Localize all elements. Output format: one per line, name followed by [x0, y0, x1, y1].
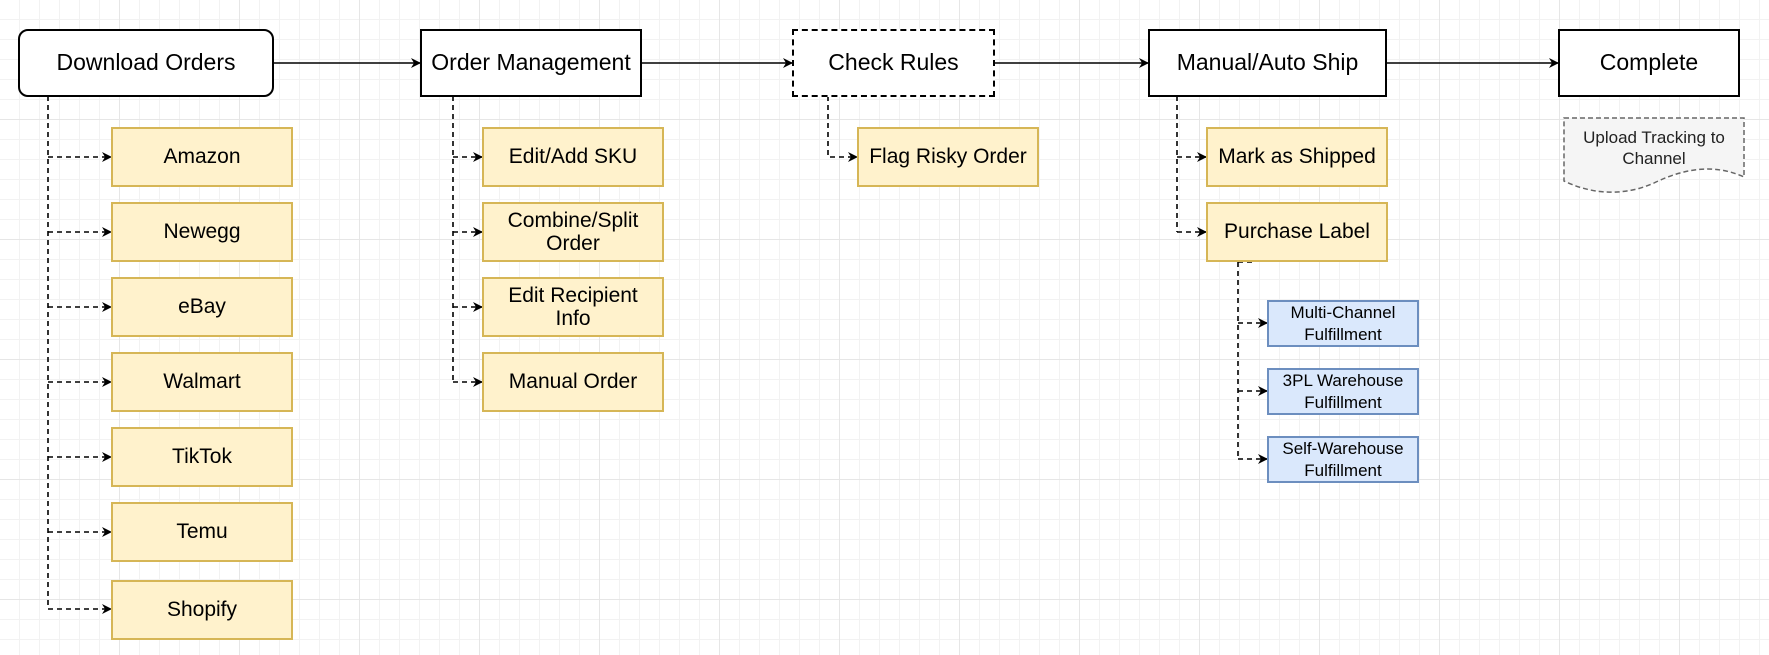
note-upload-tracking[interactable]: Upload Tracking to Channel: [1563, 117, 1745, 197]
channel-newegg[interactable]: Newegg: [111, 202, 293, 262]
fulfillment-multi-channel[interactable]: Multi-Channel Fulfillment: [1267, 300, 1419, 347]
action-edit-add-sku[interactable]: Edit/Add SKU: [482, 127, 664, 187]
channel-shopify[interactable]: Shopify: [111, 580, 293, 640]
channel-tiktok[interactable]: TikTok: [111, 427, 293, 487]
fulfillment-label: Self-Warehouse Fulfillment: [1282, 439, 1404, 480]
action-flag-risky-order[interactable]: Flag Risky Order: [857, 127, 1039, 187]
channel-walmart[interactable]: Walmart: [111, 352, 293, 412]
action-label: Manual Order: [508, 370, 638, 394]
action-label: Combine/Split Order: [507, 208, 639, 255]
action-label: Purchase Label: [1224, 220, 1370, 244]
stage-order-management[interactable]: Order Management: [420, 29, 642, 97]
channel-label: Shopify: [166, 598, 238, 622]
stage-label: Order Management: [431, 49, 631, 76]
stage-manual-auto-ship[interactable]: Manual/Auto Ship: [1148, 29, 1387, 97]
fulfillment-label: 3PL Warehouse Fulfillment: [1282, 371, 1404, 412]
stage-label: Download Orders: [56, 49, 236, 76]
channel-ebay[interactable]: eBay: [111, 277, 293, 337]
stage-check-rules[interactable]: Check Rules: [792, 29, 995, 97]
action-mark-as-shipped[interactable]: Mark as Shipped: [1206, 127, 1388, 187]
stage-label: Check Rules: [828, 49, 959, 76]
stage-label: Complete: [1599, 49, 1699, 76]
fulfillment-self-warehouse[interactable]: Self-Warehouse Fulfillment: [1267, 436, 1419, 483]
stage-complete[interactable]: Complete: [1558, 29, 1740, 97]
channel-label: TikTok: [172, 445, 232, 469]
document-shape: [1563, 117, 1745, 193]
channel-temu[interactable]: Temu: [111, 502, 293, 562]
action-label: Flag Risky Order: [869, 145, 1027, 169]
action-label: Mark as Shipped: [1218, 145, 1376, 169]
fulfillment-3pl-warehouse[interactable]: 3PL Warehouse Fulfillment: [1267, 368, 1419, 415]
fulfillment-label: Multi-Channel Fulfillment: [1290, 303, 1396, 344]
note-text: Upload Tracking to Channel: [1583, 128, 1725, 169]
action-combine-split-order[interactable]: Combine/Split Order: [482, 202, 664, 262]
channel-label: Temu: [176, 520, 228, 544]
stage-label: Manual/Auto Ship: [1176, 49, 1359, 76]
channel-label: eBay: [178, 295, 226, 319]
channel-amazon[interactable]: Amazon: [111, 127, 293, 187]
channel-label: Amazon: [163, 145, 241, 169]
action-manual-order[interactable]: Manual Order: [482, 352, 664, 412]
channel-label: Walmart: [163, 370, 241, 394]
stage-download-orders[interactable]: Download Orders: [18, 29, 274, 97]
action-label: Edit/Add SKU: [508, 145, 638, 169]
action-edit-recipient-info[interactable]: Edit Recipient Info: [482, 277, 664, 337]
action-purchase-label[interactable]: Purchase Label: [1206, 202, 1388, 262]
channel-label: Newegg: [163, 220, 241, 244]
action-label: Edit Recipient Info: [508, 283, 638, 330]
